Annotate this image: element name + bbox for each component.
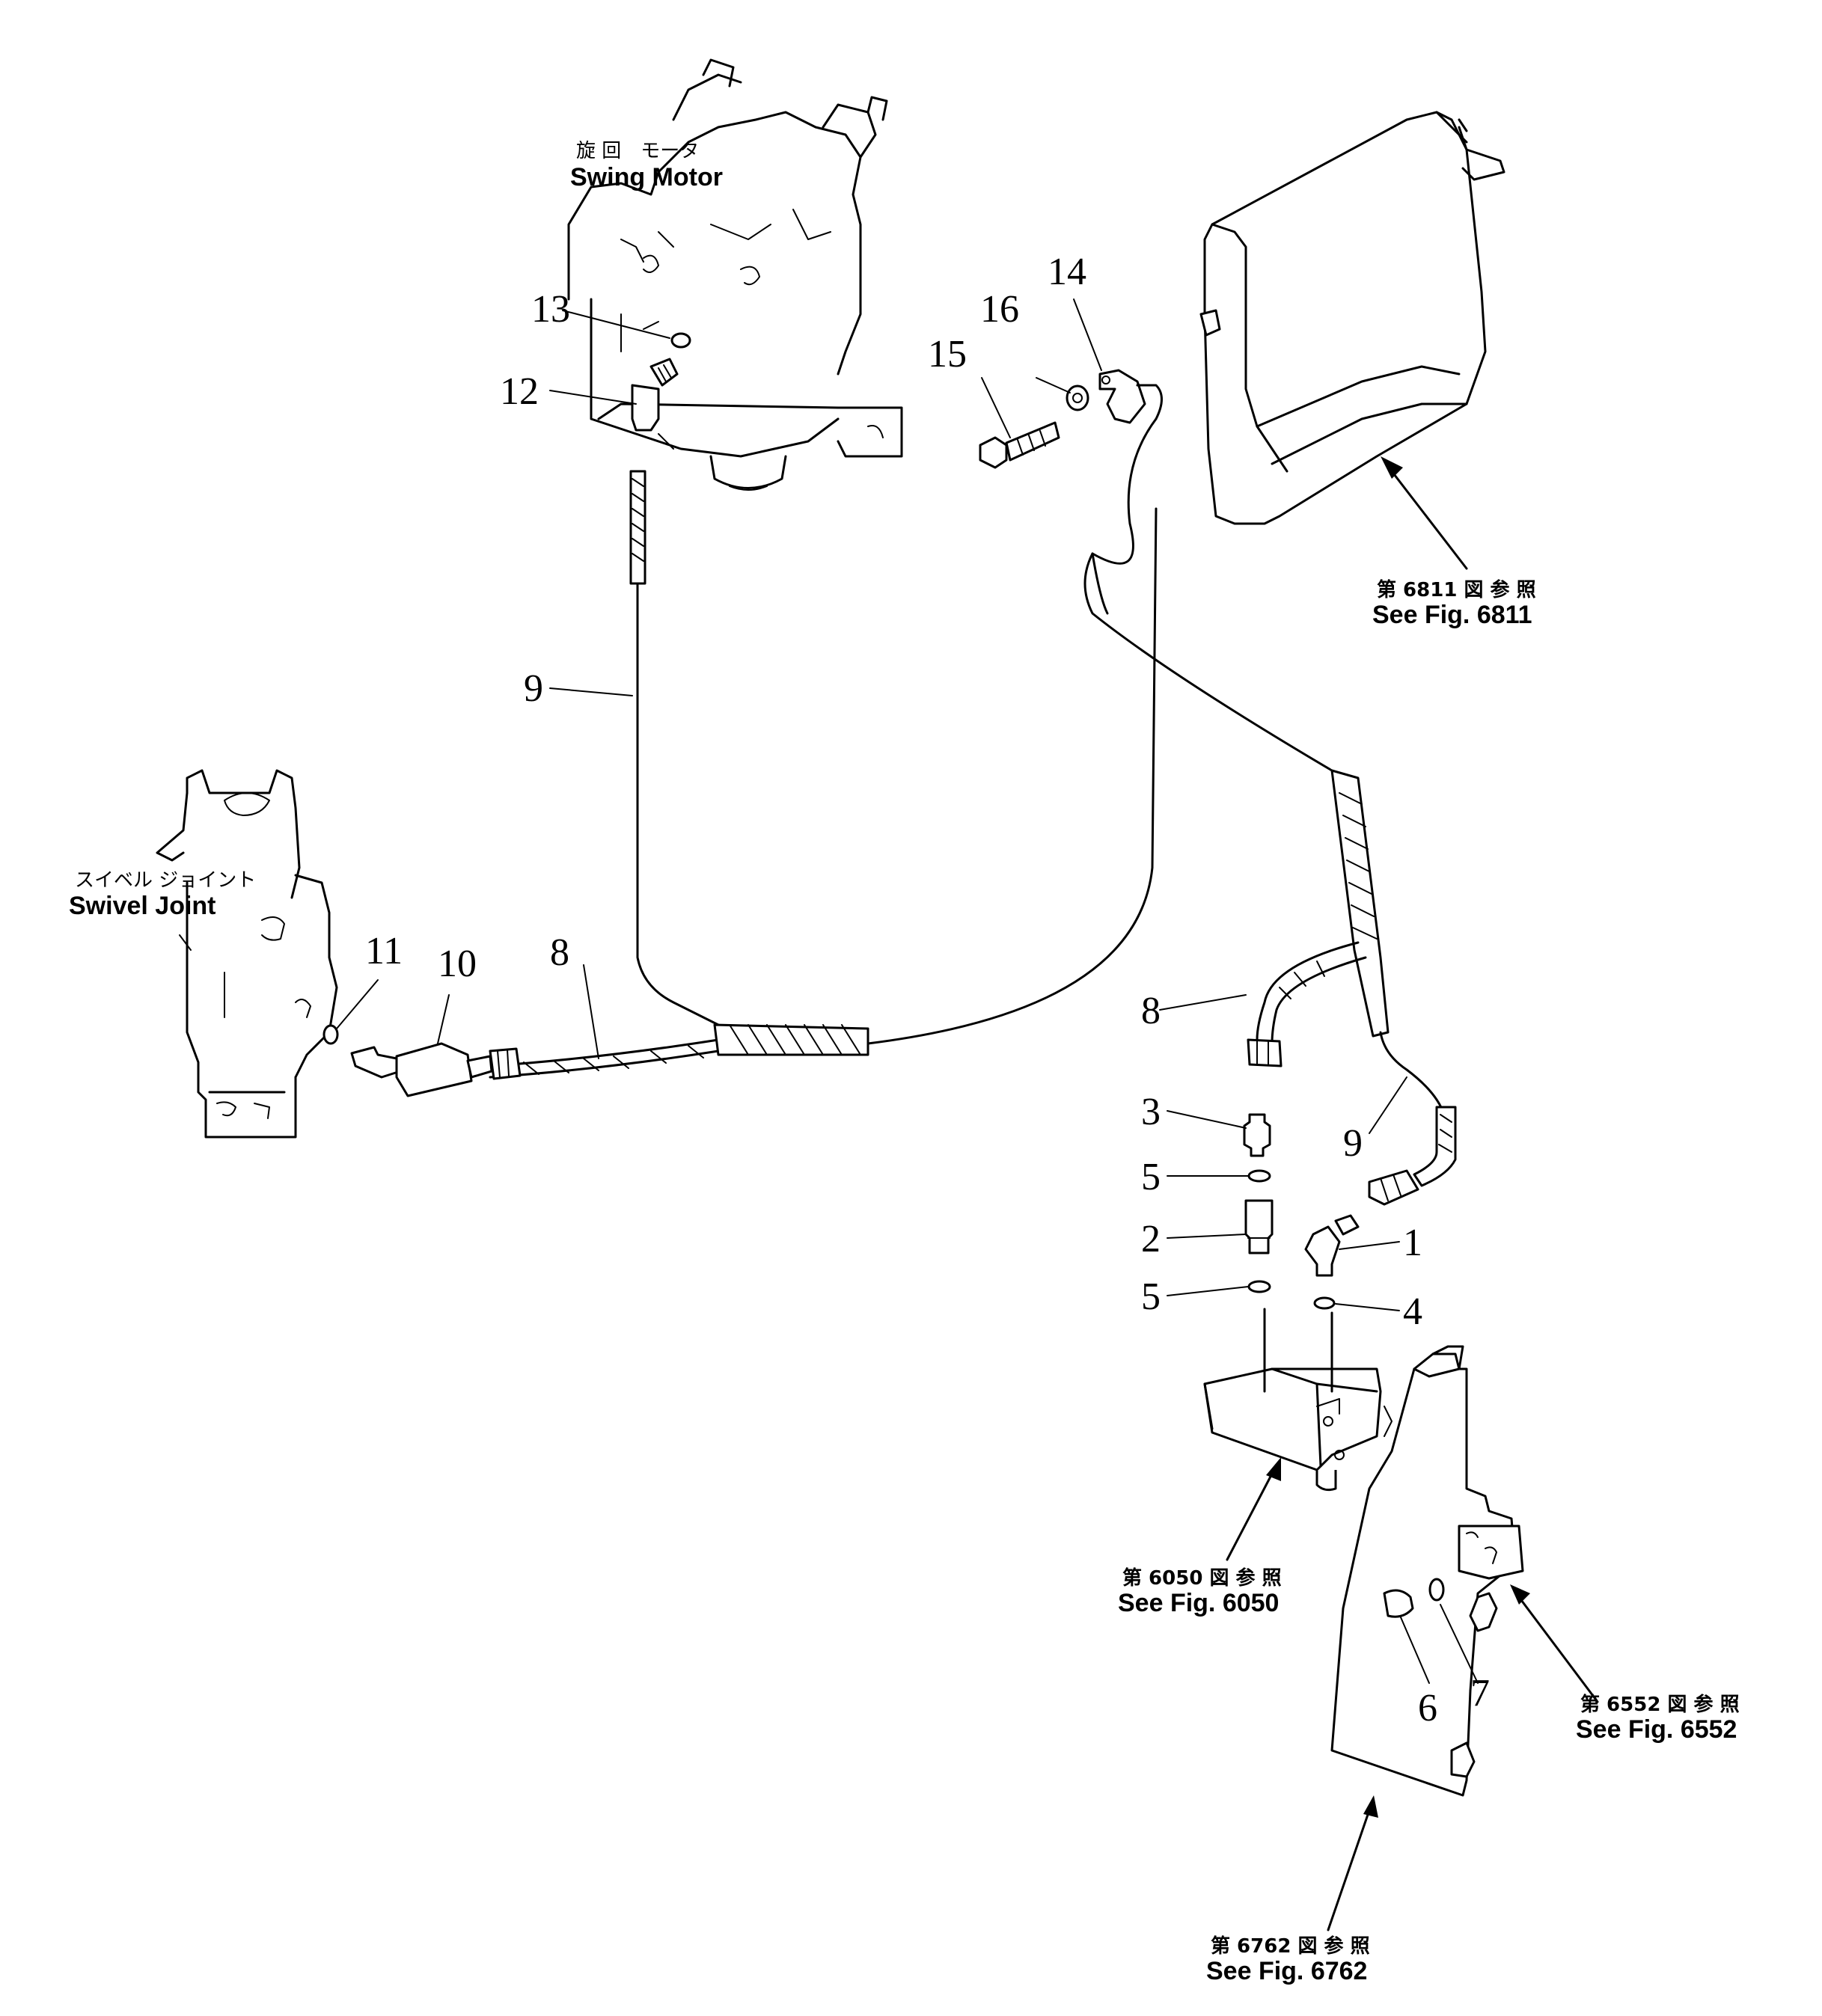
part-2-adapter [1244, 1199, 1274, 1254]
ref-6050-en: See Fig. 6050 [1118, 1589, 1279, 1617]
callout-5-lower: 5 [1141, 1275, 1161, 1318]
callout-3: 3 [1141, 1091, 1161, 1133]
swing-motor-label: 旋 回 モータ Swing Motor [570, 140, 723, 192]
swivel-joint-label-jp: スイベル ジョイント [75, 869, 256, 892]
callout-10: 10 [438, 943, 477, 985]
swing-motor-label-en: Swing Motor [570, 163, 723, 192]
block-fig-6050-drawing [1203, 1367, 1393, 1492]
callout-12: 12 [500, 370, 539, 413]
callout-16: 16 [980, 288, 1019, 331]
callout-8-right: 8 [1141, 990, 1161, 1032]
part-11-o-ring [322, 1024, 339, 1045]
callout-7: 7 [1470, 1672, 1490, 1715]
part-5-o-ring-upper [1247, 1169, 1271, 1183]
callout-9-right: 9 [1343, 1122, 1363, 1165]
part-14-clamp [1098, 369, 1146, 424]
swing-motor-label-jp: 旋 回 モータ [576, 140, 699, 162]
callout-15: 15 [928, 333, 967, 376]
ref-6050-jp: 第 6050 図 参 照 [1122, 1566, 1282, 1590]
part-15-bolt-head [979, 436, 1008, 469]
callout-4: 4 [1403, 1290, 1422, 1333]
part-5-o-ring-lower [1247, 1280, 1271, 1293]
callout-11: 11 [365, 930, 403, 972]
swivel-joint-label-en: Swivel Joint [69, 892, 216, 920]
callout-9-left: 9 [524, 667, 543, 710]
panel-fig-6811-drawing [1199, 111, 1505, 525]
ref-6811-jp: 第 6811 図 参 照 [1377, 578, 1536, 601]
hoses [489, 417, 1457, 1187]
part-6-plug [1383, 1589, 1414, 1618]
callout-8-left: 8 [550, 931, 569, 974]
callout-6: 6 [1418, 1687, 1437, 1729]
ref-6811-en: See Fig. 6811 [1372, 601, 1532, 629]
callout-14: 14 [1048, 251, 1086, 293]
part-4-o-ring [1313, 1296, 1336, 1310]
swivel-joint-label: スイベル ジョイント Swivel Joint [69, 869, 256, 920]
part-1-elbow [1304, 1225, 1341, 1277]
reference-arrows [1226, 456, 1599, 1931]
callout-1: 1 [1403, 1222, 1422, 1264]
ref-6762-jp: 第 6762 図 参 照 [1211, 1934, 1370, 1958]
hose-8-end-fitting [1247, 1038, 1283, 1067]
reference-labels: 第 6811 図 参 照 See Fig. 6811 第 6050 図 参 照 … [1118, 578, 1740, 1985]
part-16-washer [1066, 384, 1089, 411]
swivel-joint-drawing [156, 769, 338, 1139]
callout-2: 2 [1141, 1218, 1161, 1260]
part-13-o-ring [670, 332, 691, 349]
part-12-elbow [631, 384, 660, 432]
ref-6762-en: See Fig. 6762 [1206, 1957, 1367, 1985]
small-parts [322, 332, 1445, 1618]
part-10-elbow [350, 1046, 402, 1079]
leader-lines [336, 298, 1479, 1684]
callout-5-upper: 5 [1141, 1156, 1161, 1198]
callout-13: 13 [531, 288, 570, 331]
bracket-fig-6762-drawing [1330, 1345, 1524, 1797]
ref-6552-jp: 第 6552 図 参 照 [1580, 1693, 1740, 1716]
callout-numbers: 13 12 14 16 15 9 11 10 8 8 9 3 5 2 5 1 4… [365, 251, 1490, 1729]
ref-6552-en: See Fig. 6552 [1576, 1715, 1737, 1744]
part-7-o-ring [1428, 1578, 1445, 1602]
swing-motor-drawing [567, 58, 903, 491]
part-3-adapter [1243, 1113, 1271, 1157]
